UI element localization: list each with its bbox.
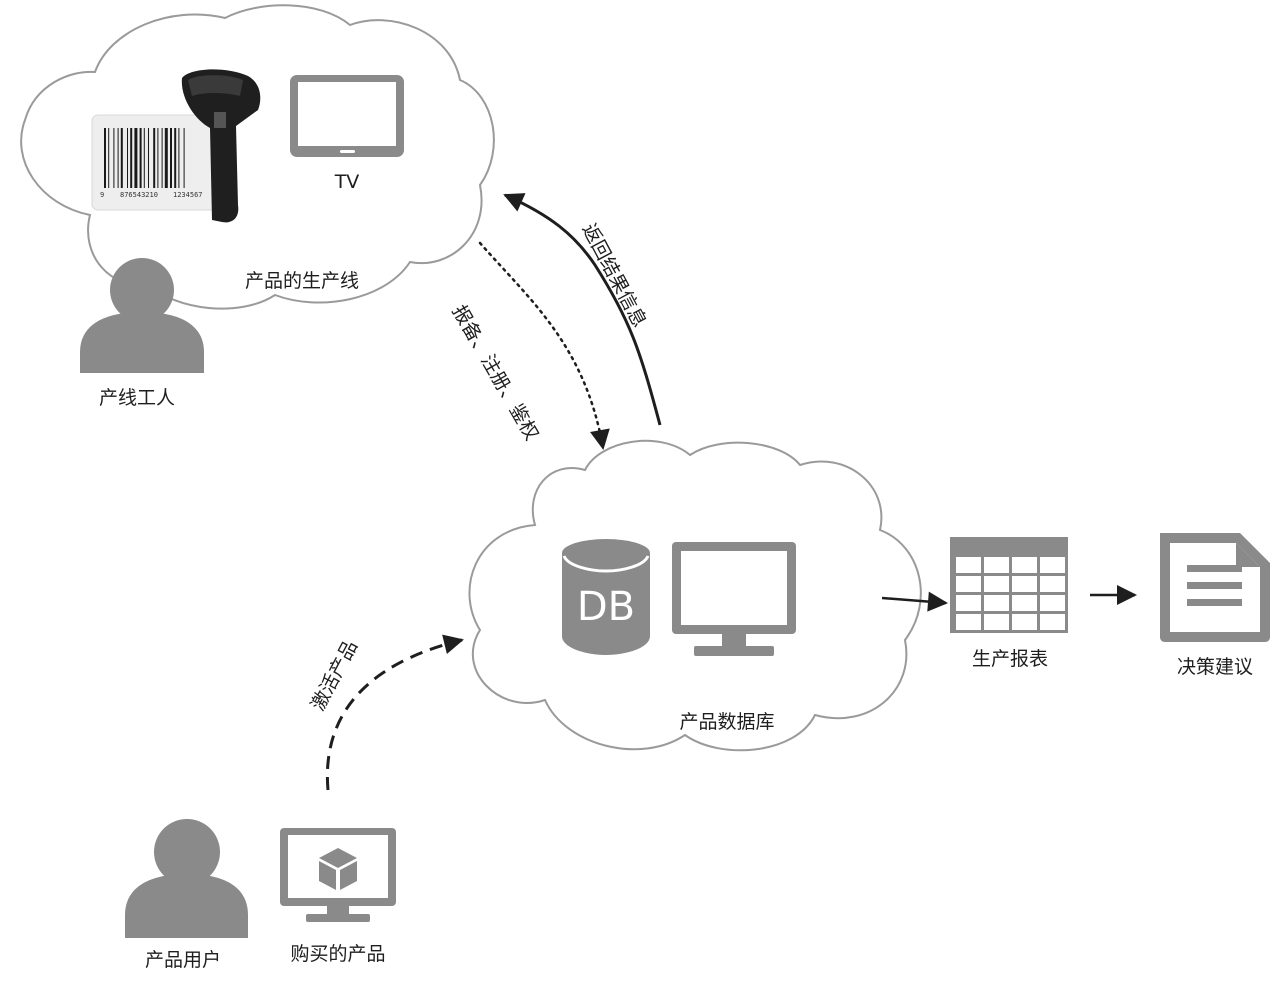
edge-db-to-report bbox=[881, 591, 948, 612]
barcode-bar bbox=[157, 128, 159, 188]
barcode-bar bbox=[139, 128, 142, 188]
edge-return-result-label: 返回结果信息 bbox=[578, 220, 651, 331]
line-worker-label: 产线工人 bbox=[99, 387, 175, 409]
product-user-label: 产品用户 bbox=[145, 949, 221, 971]
edge-register-label: 报备、注册、鉴权 bbox=[448, 302, 543, 445]
barcode-bar bbox=[134, 128, 138, 188]
line-worker-icon bbox=[80, 258, 204, 373]
report-cell bbox=[956, 576, 981, 592]
barcode-bar bbox=[113, 128, 115, 188]
report-grid bbox=[956, 557, 1065, 630]
report-cell bbox=[1040, 614, 1065, 630]
production-report-label: 生产报表 bbox=[972, 648, 1048, 670]
edge-return-result bbox=[503, 193, 662, 426]
report-cell bbox=[984, 595, 1009, 611]
barcode-digits-left: 9 bbox=[100, 191, 104, 199]
purchased-product-label: 购买的产品 bbox=[290, 943, 385, 965]
database-icon-label: DB bbox=[577, 584, 635, 630]
product-user-icon bbox=[125, 819, 248, 938]
report-cell bbox=[956, 614, 981, 630]
barcode-bar bbox=[143, 128, 145, 188]
barcode-bar bbox=[104, 128, 106, 188]
database-cloud-label: 产品数据库 bbox=[679, 711, 774, 733]
tv-label: TV bbox=[334, 171, 360, 193]
barcode-bar bbox=[117, 128, 119, 188]
report-cell bbox=[1012, 614, 1037, 630]
decision-document-icon bbox=[1160, 533, 1270, 642]
barcode-bar bbox=[127, 128, 128, 188]
barcode-bar bbox=[170, 128, 172, 188]
production-line-label: 产品的生产线 bbox=[245, 270, 359, 292]
report-cell bbox=[1040, 576, 1065, 592]
barcode-digits-mid: 876543210 bbox=[120, 191, 158, 199]
report-cell bbox=[956, 595, 981, 611]
edge-activate bbox=[325, 634, 464, 791]
report-cell bbox=[1040, 595, 1065, 611]
production-report-icon bbox=[950, 537, 1068, 633]
monitor-icon bbox=[672, 542, 796, 656]
barcode-bar bbox=[174, 128, 177, 188]
report-cell bbox=[984, 576, 1009, 592]
report-cell bbox=[984, 557, 1009, 573]
barcode-bar bbox=[164, 128, 168, 188]
barcode-bar bbox=[108, 128, 110, 188]
barcode-bar bbox=[161, 128, 163, 188]
barcode-bar bbox=[148, 128, 149, 188]
barcode-bar bbox=[153, 128, 156, 188]
barcode-scanner-icon bbox=[181, 69, 261, 223]
edge-activate-label: 激活产品 bbox=[307, 637, 362, 714]
report-cell bbox=[1012, 557, 1037, 573]
tv-icon bbox=[290, 75, 404, 157]
barcode-bar bbox=[178, 128, 180, 188]
database-icon: DB bbox=[562, 539, 650, 655]
report-cell bbox=[1012, 595, 1037, 611]
barcode-digits-right: 1234567 bbox=[173, 191, 203, 199]
report-cell bbox=[956, 557, 981, 573]
report-cell bbox=[1040, 557, 1065, 573]
barcode-bar bbox=[130, 128, 133, 188]
barcode-bar bbox=[183, 128, 185, 188]
purchased-product-icon bbox=[280, 828, 396, 922]
edge-register bbox=[478, 241, 610, 450]
barcode-icon: 9 876543210 1234567 bbox=[91, 114, 218, 211]
barcode-bar bbox=[120, 128, 123, 188]
decision-advice-label: 决策建议 bbox=[1177, 656, 1253, 678]
cube-icon bbox=[319, 848, 357, 890]
report-cell bbox=[984, 614, 1009, 630]
barcode-bars bbox=[104, 128, 185, 188]
report-cell bbox=[1012, 576, 1037, 592]
